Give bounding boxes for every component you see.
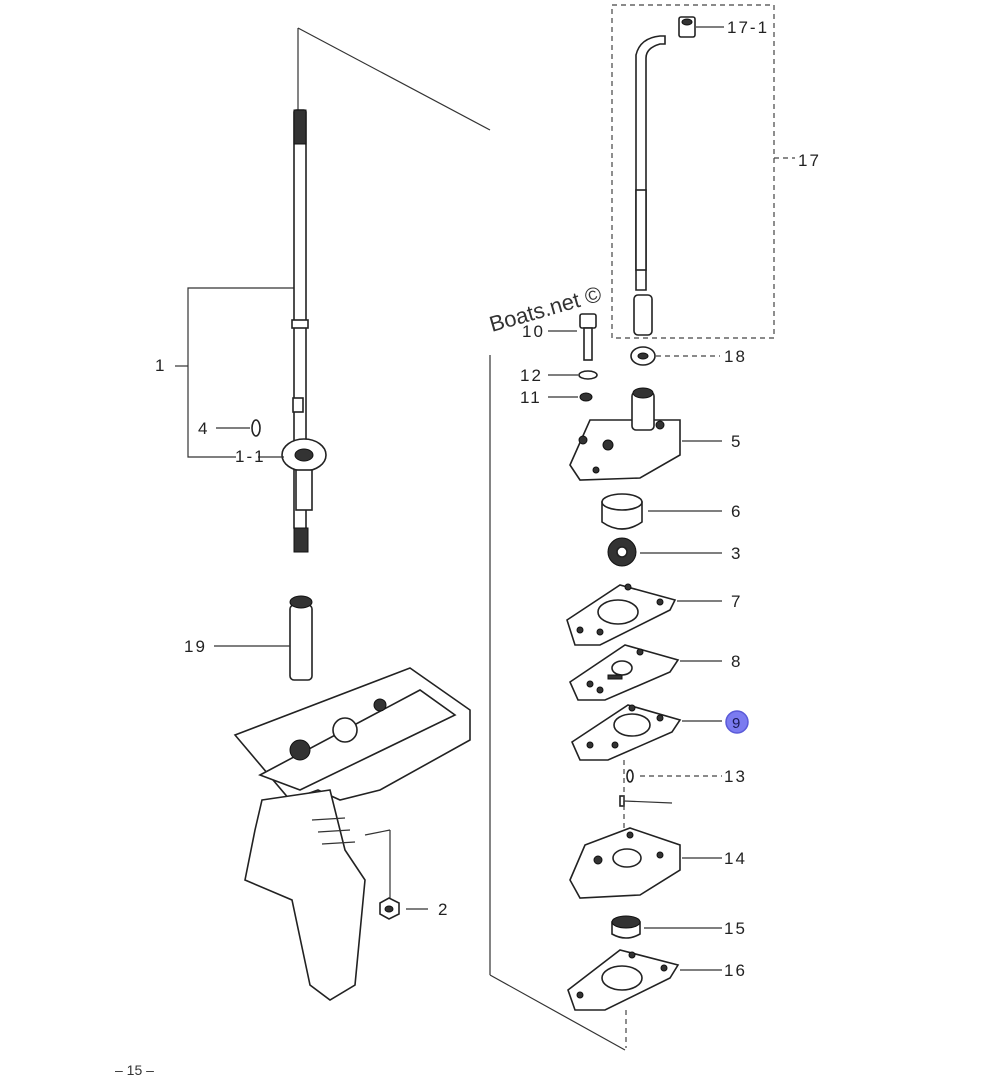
tube-seal <box>633 294 653 336</box>
gasket-16-part <box>567 949 722 1048</box>
callout-15[interactable]: 15 <box>724 919 747 938</box>
pump-case-part <box>569 387 722 481</box>
highlight-marker[interactable] <box>725 710 749 734</box>
callout-5[interactable]: 5 <box>731 432 742 451</box>
shaft-lower <box>295 469 313 511</box>
drive-shaft-assembly <box>281 109 327 553</box>
washer-12-part <box>548 370 598 380</box>
shaft-spline-bottom <box>293 527 309 553</box>
water-tube-assembly <box>633 16 724 336</box>
shaft-spline-top <box>293 109 307 145</box>
dowel-pin-part <box>619 760 722 830</box>
callout-9[interactable]: 9 <box>732 715 740 732</box>
bolt-part <box>548 313 597 361</box>
callout-8[interactable]: 8 <box>731 652 742 671</box>
oil-seal-part <box>611 915 722 939</box>
frame-lines <box>175 4 795 1051</box>
callout-2[interactable]: 2 <box>438 900 449 919</box>
callout-18[interactable]: 18 <box>724 347 747 366</box>
callout-13[interactable]: 13 <box>724 767 747 786</box>
callout-6[interactable]: 6 <box>731 502 742 521</box>
callout-4[interactable]: 4 <box>198 419 209 438</box>
callout-14[interactable]: 14 <box>724 849 747 868</box>
callout-1-1[interactable]: 1-1 <box>235 447 266 466</box>
impeller-insert-part <box>601 493 722 530</box>
callout-3[interactable]: 3 <box>731 544 742 563</box>
grommet-part <box>630 346 720 366</box>
impeller-part <box>607 537 722 567</box>
callout-11[interactable]: 11 <box>520 388 542 407</box>
guide-tube-part <box>214 595 313 681</box>
shaft-pin <box>292 397 304 413</box>
page-number: – 15 – <box>115 1062 154 1078</box>
washer-11-part <box>548 392 593 402</box>
callout-19[interactable]: 19 <box>184 637 207 656</box>
pump-plate-part <box>569 827 722 899</box>
callout-labels: 1 1-1 4 19 2 17-1 17 10 18 12 11 5 6 3 7… <box>155 18 821 980</box>
callout-1[interactable]: 1 <box>155 356 166 375</box>
gasket-7-part <box>566 583 722 646</box>
gear-case-housing <box>233 667 471 1001</box>
callout-10[interactable]: 10 <box>522 322 545 341</box>
shaft-bushing-hole <box>294 448 314 462</box>
callout-9-highlighted[interactable]: 9 <box>725 710 749 734</box>
callout-17-1[interactable]: 17-1 <box>727 18 769 37</box>
shaft-clip <box>291 319 309 329</box>
nut-part <box>379 897 428 920</box>
callout-12[interactable]: 12 <box>520 366 543 385</box>
callout-7[interactable]: 7 <box>731 592 742 611</box>
gasket-9-part <box>570 704 722 761</box>
callout-17[interactable]: 17 <box>798 151 821 170</box>
callout-16[interactable]: 16 <box>724 961 747 980</box>
pin-part <box>216 419 261 437</box>
plate-8-part <box>568 644 722 701</box>
